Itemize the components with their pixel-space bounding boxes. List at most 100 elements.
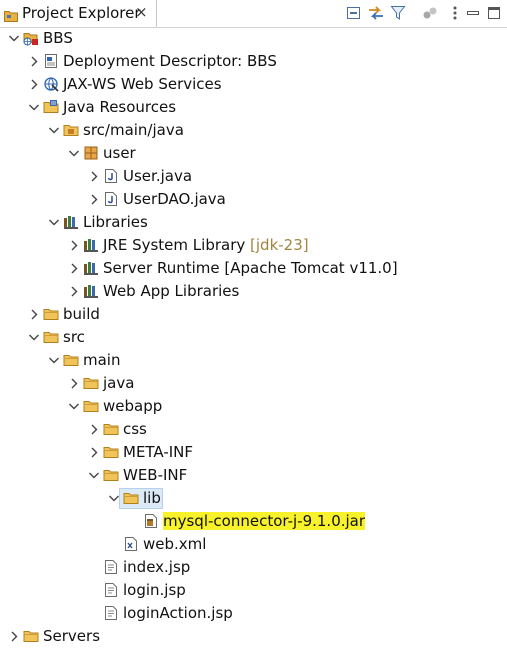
link-with-editor-icon[interactable]	[367, 5, 383, 21]
tree-item[interactable]: build	[0, 303, 507, 326]
project-explorer-tab[interactable]: Project Explorer ×	[0, 0, 157, 27]
chevron-right-icon[interactable]	[67, 234, 81, 257]
tree-item-text: java	[103, 374, 135, 392]
tree-item[interactable]: Libraries	[0, 211, 507, 234]
tree-item-label: Web App Libraries	[103, 282, 239, 301]
tree-item[interactable]: Servers	[0, 625, 507, 648]
tree-item[interactable]: src	[0, 326, 507, 349]
tree-item[interactable]: WEB-INF	[0, 464, 507, 487]
tree-item-label: JRE System Library [jdk-23]	[103, 236, 309, 255]
jar-file-icon	[143, 513, 159, 529]
folder-icon	[83, 398, 99, 414]
tree-item[interactable]: mysql-connector-j-9.1.0.jar	[0, 510, 507, 533]
tree-item-text: user	[103, 144, 136, 162]
tree-item-text: build	[63, 305, 100, 323]
chevron-down-icon[interactable]	[27, 96, 41, 119]
minimize-icon[interactable]	[465, 5, 481, 21]
web-project-icon	[23, 30, 39, 46]
java-file-icon	[103, 168, 119, 184]
tree-item[interactable]: JAX-WS Web Services	[0, 73, 507, 96]
chevron-right-icon[interactable]	[67, 257, 81, 280]
focus-icon[interactable]	[422, 5, 438, 21]
tree-item[interactable]: web.xml	[0, 533, 507, 556]
tree-item-label: build	[63, 305, 100, 324]
tree-item[interactable]: index.jsp	[0, 556, 507, 579]
tree-item-label: webapp	[103, 397, 162, 416]
tree-item-text: css	[123, 420, 147, 438]
tree-item-label: main	[83, 351, 120, 370]
folder-icon	[23, 628, 39, 644]
tree-item[interactable]: src/main/java	[0, 119, 507, 142]
chevron-down-icon[interactable]	[67, 395, 81, 418]
tree-item[interactable]: webapp	[0, 395, 507, 418]
tree-item-label: Servers	[43, 627, 100, 646]
tree-item-label: src/main/java	[83, 121, 184, 140]
folder-icon	[103, 467, 119, 483]
tree-item[interactable]: lib	[0, 487, 507, 510]
close-icon[interactable]: ×	[135, 3, 148, 21]
tree-item-text: Servers	[43, 627, 101, 645]
tree-item-label: index.jsp	[123, 558, 190, 577]
chevron-down-icon[interactable]	[67, 142, 81, 165]
tree-item-text: mysql-connector-j-9.1.0.jar	[163, 512, 366, 530]
tree-item[interactable]: JRE System Library [jdk-23]	[0, 234, 507, 257]
tree-item-label: mysql-connector-j-9.1.0.jar	[163, 512, 366, 531]
tree-item-text: Java Resources	[63, 98, 177, 116]
library-icon	[83, 237, 99, 253]
source-folder-icon	[63, 122, 79, 138]
chevron-right-icon[interactable]	[67, 372, 81, 395]
chevron-right-icon[interactable]	[27, 50, 41, 73]
folder-icon	[103, 444, 119, 460]
tree-item-text: JAX-WS Web Services	[63, 75, 222, 93]
java-resources-icon	[43, 99, 59, 115]
tree-item-text: src	[63, 328, 85, 346]
tree-item[interactable]: Server Runtime [Apache Tomcat v11.0]	[0, 257, 507, 280]
filter-icon[interactable]	[390, 5, 406, 21]
tree-item-text: UserDAO.java	[123, 190, 226, 208]
tree-item[interactable]: BBS	[0, 27, 507, 50]
chevron-right-icon[interactable]	[87, 165, 101, 188]
chevron-down-icon[interactable]	[47, 119, 61, 142]
collapse-all-icon[interactable]	[346, 5, 362, 21]
tree-item[interactable]: Java Resources	[0, 96, 507, 119]
chevron-right-icon[interactable]	[87, 188, 101, 211]
chevron-right-icon[interactable]	[7, 625, 21, 648]
tree-item[interactable]: Web App Libraries	[0, 280, 507, 303]
tree-item-text: Deployment Descriptor: BBS	[63, 52, 277, 70]
folder-icon	[43, 329, 59, 345]
chevron-right-icon[interactable]	[27, 303, 41, 326]
tree-item[interactable]: java	[0, 372, 507, 395]
chevron-down-icon[interactable]	[47, 349, 61, 372]
chevron-right-icon[interactable]	[87, 441, 101, 464]
tree-item-label: src	[63, 328, 85, 347]
tree-item[interactable]: UserDAO.java	[0, 188, 507, 211]
tree-item[interactable]: loginAction.jsp	[0, 602, 507, 625]
tree-item[interactable]: css	[0, 418, 507, 441]
chevron-right-icon[interactable]	[87, 418, 101, 441]
view-menu-icon[interactable]	[447, 5, 463, 21]
java-file-icon	[103, 191, 119, 207]
tree-item-text: User.java	[123, 167, 193, 185]
libraries-icon	[63, 214, 79, 230]
tree-item-text: Server Runtime [Apache Tomcat v11.0]	[103, 259, 398, 277]
tree-item-label: Libraries	[83, 213, 148, 232]
chevron-down-icon[interactable]	[7, 27, 21, 50]
tree-item[interactable]: User.java	[0, 165, 507, 188]
chevron-down-icon[interactable]	[47, 211, 61, 234]
tree-item[interactable]: login.jsp	[0, 579, 507, 602]
tree-item[interactable]: META-INF	[0, 441, 507, 464]
tree-item-text: META-INF	[123, 443, 194, 461]
tree-item-label: css	[123, 420, 147, 439]
tree-item[interactable]: main	[0, 349, 507, 372]
tree-item[interactable]: user	[0, 142, 507, 165]
chevron-down-icon[interactable]	[107, 487, 121, 510]
chevron-right-icon[interactable]	[27, 73, 41, 96]
chevron-down-icon[interactable]	[27, 326, 41, 349]
tree-item-text: BBS	[43, 29, 73, 47]
tree-item-label: WEB-INF	[123, 466, 187, 485]
maximize-icon[interactable]	[486, 5, 502, 21]
chevron-down-icon[interactable]	[87, 464, 101, 487]
chevron-right-icon[interactable]	[67, 280, 81, 303]
tree-item[interactable]: Deployment Descriptor: BBS	[0, 50, 507, 73]
xml-file-icon	[123, 536, 139, 552]
